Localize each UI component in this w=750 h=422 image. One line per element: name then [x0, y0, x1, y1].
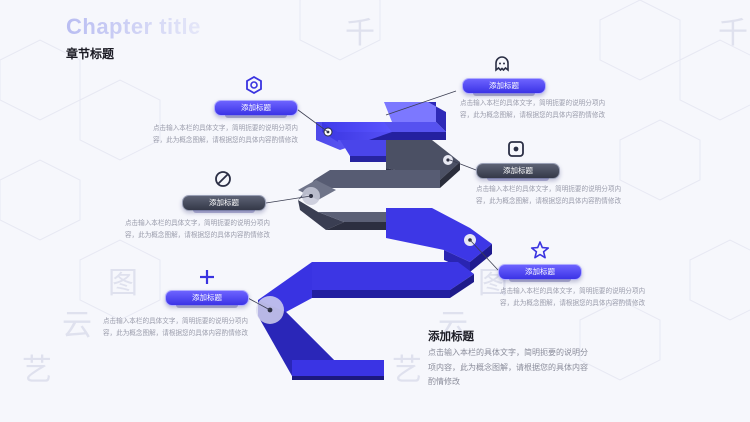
item-3-desc: 点击输入本栏的具体文字，简明扼要的说明分项内容，此为概念图解，请根据您的具体内容… — [124, 219, 270, 239]
star-icon — [530, 241, 550, 259]
section-title: 章节标题 — [66, 47, 115, 61]
watermark-char: 千 — [718, 16, 748, 51]
ghost-icon — [495, 56, 509, 72]
item-4-label: 添加标题 — [476, 163, 560, 181]
path-segment-1 — [316, 102, 446, 162]
plus-icon — [200, 270, 214, 284]
watermark-char: 图 — [108, 266, 138, 301]
summary-title: 添加标题 — [428, 329, 474, 343]
connector-lines — [245, 90, 499, 311]
item-2-label: 添加标题 — [462, 78, 546, 96]
item-1-desc: 点击输入本栏的具体文字，简明扼要的说明分项内容，此为概念图解，请根据您的具体内容… — [152, 124, 298, 144]
watermark-char: 艺 — [392, 353, 422, 388]
hexagon-nut-icon — [246, 76, 262, 94]
item-5-label: 添加标题 — [165, 290, 249, 308]
item-4-desc: 点击输入本栏的具体文字，简明扼要的说明分项内容，此为概念图解，请根据您的具体内容… — [476, 185, 622, 205]
path-segment-2 — [298, 140, 460, 230]
watermark-char: 云 — [438, 308, 468, 343]
item-3-label: 添加标题 — [182, 195, 266, 213]
summary-desc: 点击输入本栏的具体文字，简明扼要的说明分项内容，此为概念图解，请根据您的具体内容… — [428, 348, 588, 386]
chapter-title: Chapter title — [66, 14, 201, 39]
watermark-char: 艺 — [22, 353, 52, 388]
watermark-char: 千 — [345, 16, 375, 51]
item-2-desc: 点击输入本栏的具体文字，简明扼要的说明分项内容，此为概念图解，请根据您的具体内容… — [460, 99, 606, 119]
prohibited-icon — [215, 171, 231, 187]
target-square-icon — [508, 141, 524, 157]
watermark-char: 云 — [62, 308, 92, 343]
item-6-desc: 点击输入本栏的具体文字，简明扼要的说明分项内容，此为概念图解，请根据您的具体内容… — [500, 287, 646, 307]
item-1-label: 添加标题 — [214, 100, 298, 118]
item-5-desc: 点击输入本栏的具体文字，简明扼要的说明分项内容，此为概念图解，请根据您的具体内容… — [102, 317, 248, 337]
item-6-label: 添加标题 — [498, 264, 582, 282]
